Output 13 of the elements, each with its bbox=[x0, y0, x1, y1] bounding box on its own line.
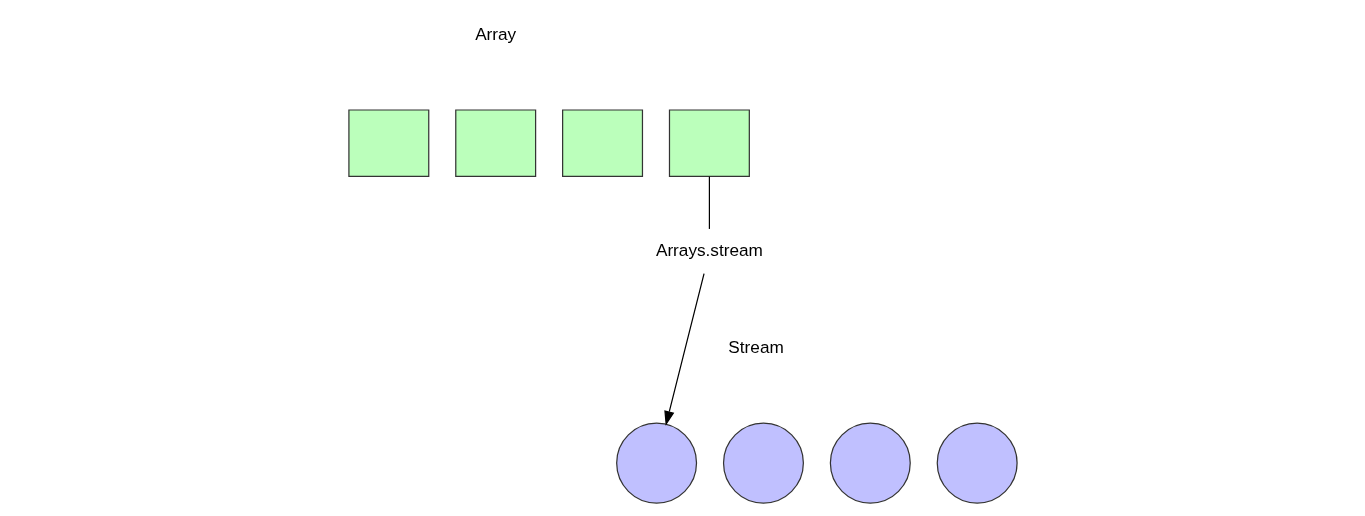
node-box bbox=[668, 109, 750, 177]
label: Stream bbox=[727, 336, 784, 357]
node-circle bbox=[615, 422, 697, 504]
node-text: Arrays.stream bbox=[655, 239, 763, 260]
node-circle bbox=[936, 422, 1018, 504]
node-box bbox=[347, 109, 429, 177]
node-box bbox=[561, 109, 643, 177]
node-box bbox=[454, 109, 536, 177]
label: Array bbox=[474, 23, 516, 44]
connector bbox=[708, 176, 710, 230]
node-circle bbox=[829, 422, 911, 504]
arrow bbox=[663, 273, 705, 426]
node-circle bbox=[722, 422, 804, 504]
